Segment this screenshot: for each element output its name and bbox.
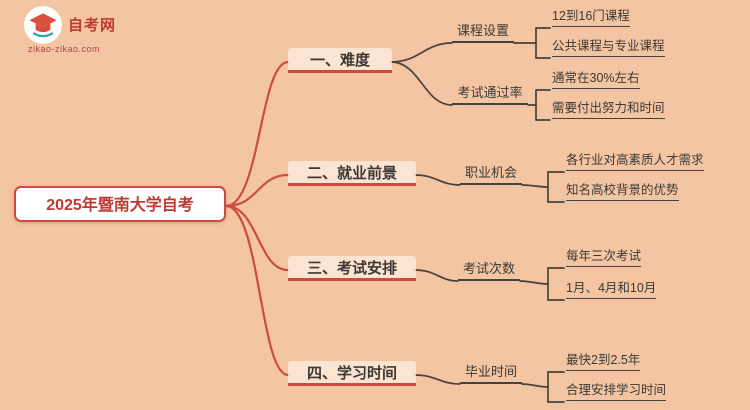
leaf-course-types: 公共课程与专业课程 — [552, 37, 665, 57]
subnode-career-opportunities: 职业机会 — [460, 164, 522, 185]
branch-study-time: 四、学习时间 — [288, 361, 416, 386]
site-name: 自考网 — [68, 17, 117, 34]
site-logo: 自考网 zikao-zikao.com — [20, 4, 150, 56]
subnode-pass-rate: 考试通过率 — [452, 84, 528, 105]
branch-difficulty: 一、难度 — [288, 48, 392, 73]
subnode-exam-frequency: 考试次数 — [458, 260, 520, 281]
leaf-exams-per-year: 每年三次考试 — [566, 247, 642, 267]
leaf-fastest-graduation: 最快2到2.5年 — [566, 351, 641, 371]
leaf-exam-months: 1月、4月和10月 — [566, 279, 657, 299]
leaf-study-planning: 合理安排学习时间 — [566, 381, 667, 401]
leaf-pass-rate-value: 通常在30%左右 — [552, 69, 640, 89]
leaf-university-reputation: 知名高校背景的优势 — [566, 181, 679, 201]
branch-exam-schedule: 三、考试安排 — [288, 256, 416, 281]
leaf-course-count: 12到16门课程 — [552, 7, 630, 27]
leaf-industry-demand: 各行业对高素质人才需求 — [566, 151, 704, 171]
graduation-cap-icon — [24, 6, 62, 44]
subnode-course-setup: 课程设置 — [452, 22, 514, 43]
branch-employment-prospects: 二、就业前景 — [288, 161, 416, 186]
root-node: 2025年暨南大学自考 — [14, 186, 226, 222]
site-url: zikao-zikao.com — [28, 44, 101, 54]
subnode-graduation-time: 毕业时间 — [460, 363, 522, 384]
leaf-effort-needed: 需要付出努力和时间 — [552, 99, 665, 119]
